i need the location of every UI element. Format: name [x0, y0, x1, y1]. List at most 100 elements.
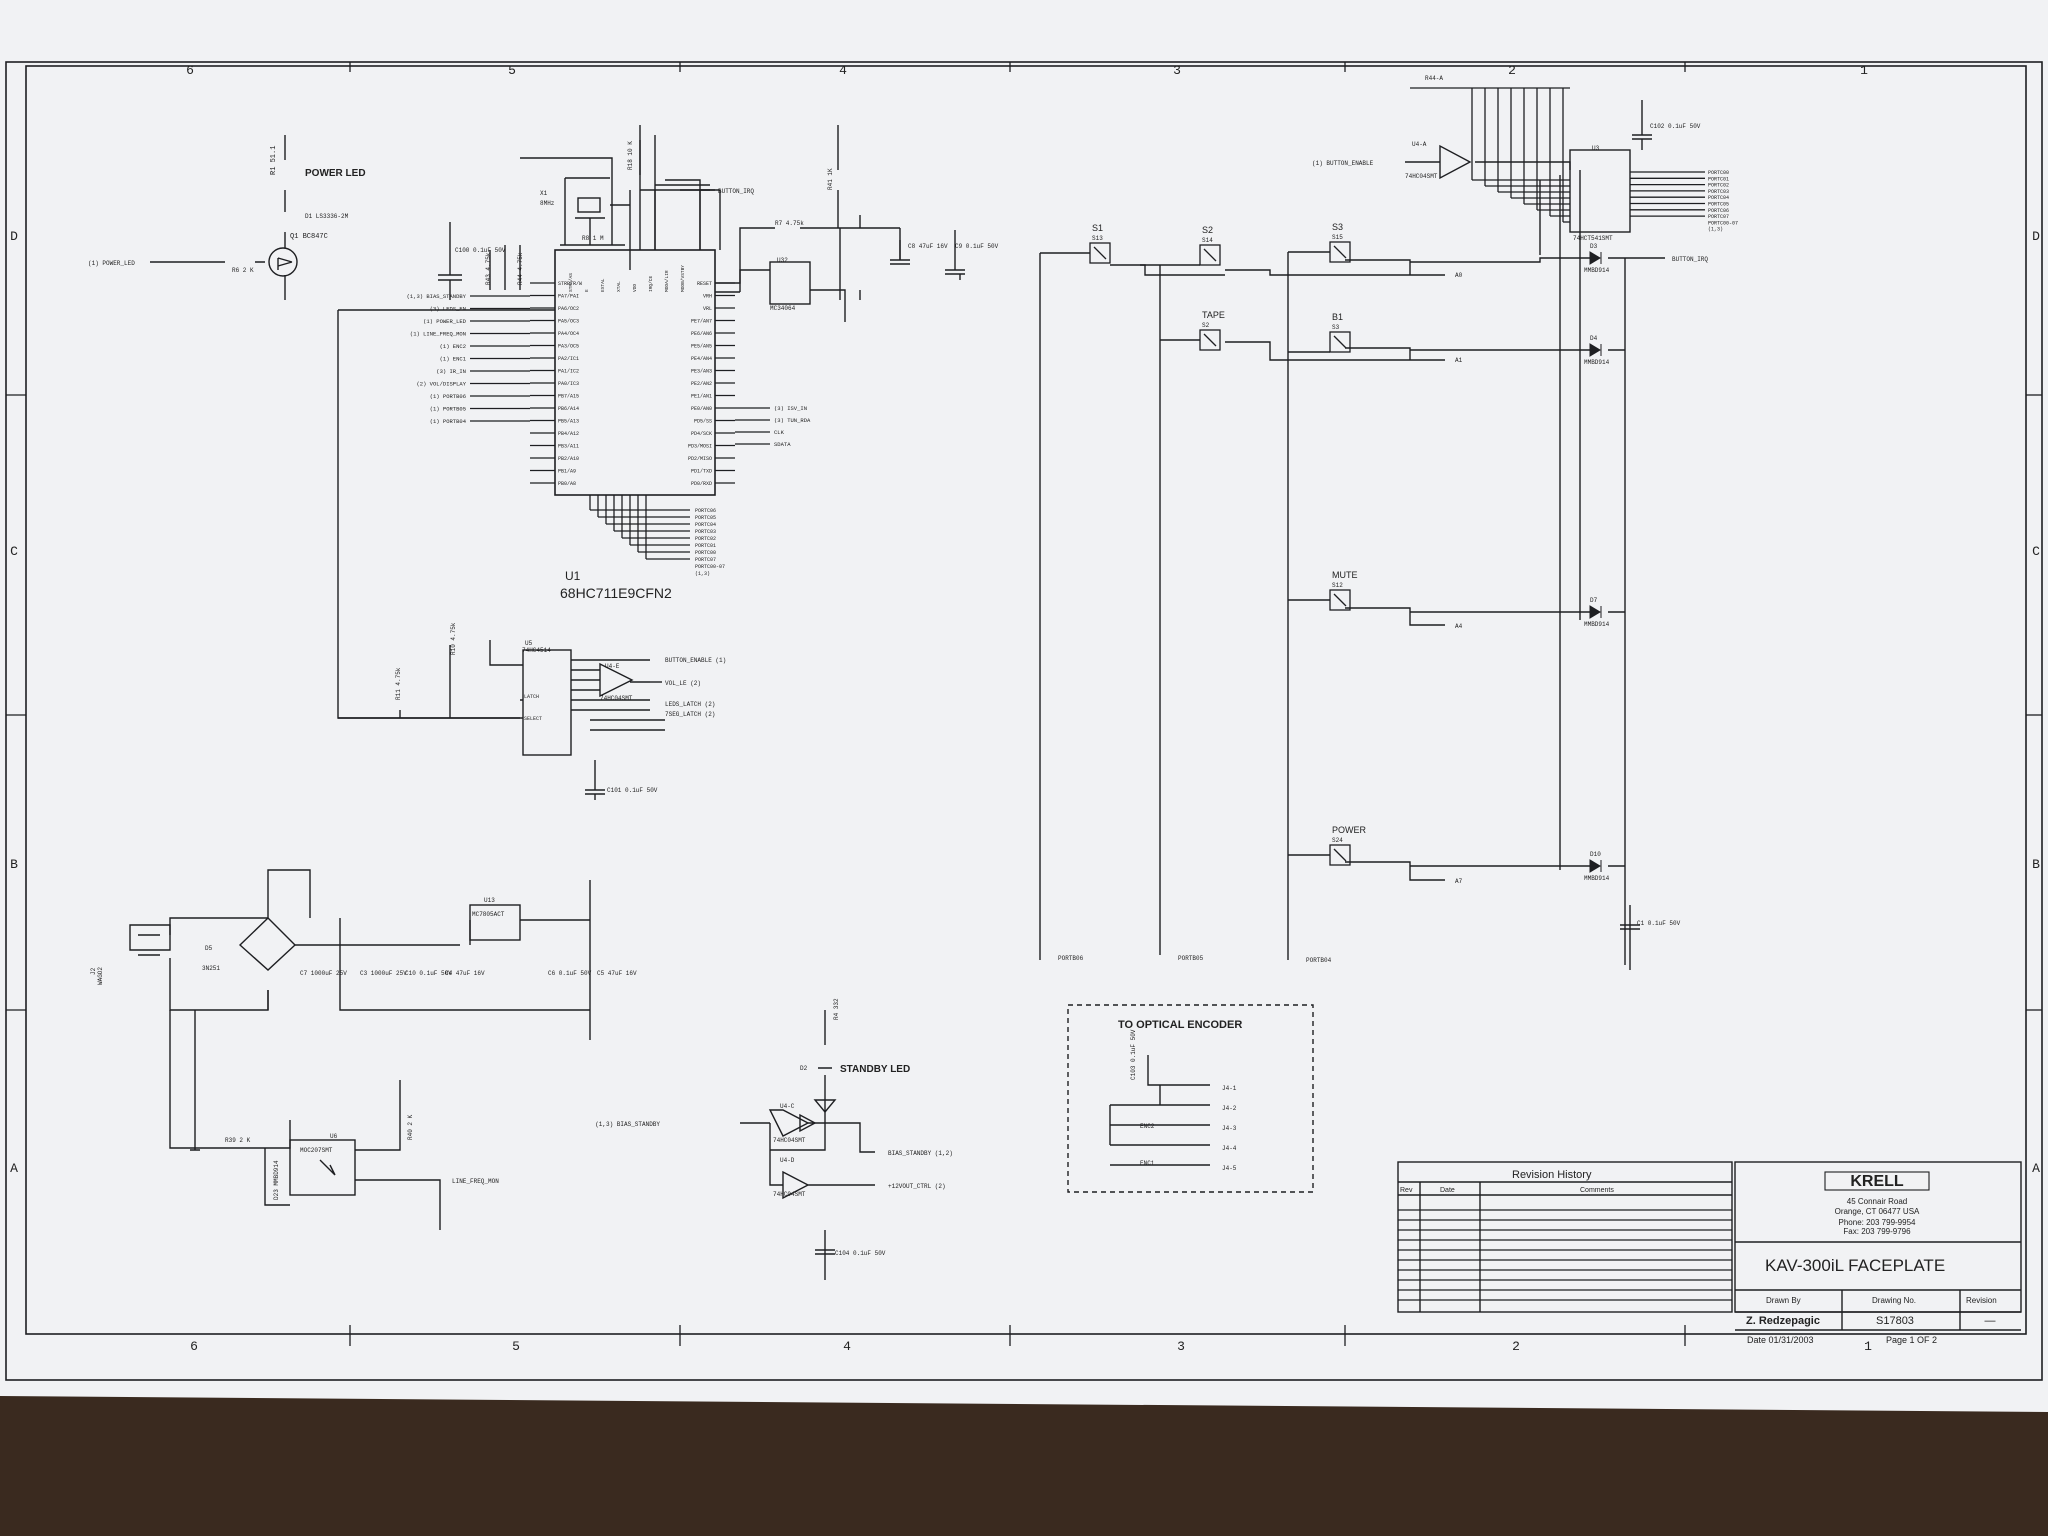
portc-label: PORTC00	[695, 550, 716, 556]
net-label: (1,3) BIAS_STANDBY	[595, 1121, 660, 1128]
switch-ref: S13	[1092, 235, 1103, 242]
mcu-right-pin-name: PE7/AN7	[691, 319, 712, 325]
mcu-top-pin-name: MODA/LIR	[664, 270, 670, 292]
drawn-by-name: Z. Redzepagic	[1746, 1315, 1820, 1327]
zone-column-label: 4	[843, 1339, 851, 1354]
chip-label: 74HC04SMT	[600, 695, 633, 702]
portc-label: (1,3)	[695, 571, 710, 577]
component-label: D1 LS3336-2M	[305, 213, 349, 220]
switch-ref: S24	[1332, 837, 1343, 844]
net-label: PORTB04	[1306, 957, 1332, 964]
zone-row-label: C	[10, 544, 18, 559]
chip-label: U32	[777, 257, 788, 264]
net-label: (1) BUTTON_ENABLE	[1312, 160, 1374, 167]
component-label: C10 0.1uF 50V	[405, 970, 452, 977]
mcu-left-net-label: (1) LINE_FREQ_MON	[410, 331, 466, 338]
mcu-right-net-label: (3) ISV_IN	[774, 405, 807, 412]
u3-output-label: PORTC01	[1708, 176, 1729, 182]
component-label: D23 MMBD914	[273, 1160, 280, 1200]
zone-column-label: 4	[839, 63, 847, 78]
drawing-title: KAV-300iL FACEPLATE	[1765, 1256, 1945, 1275]
encoder-pin-label: J4-4	[1222, 1145, 1237, 1152]
u3-output-label: PORTC04	[1708, 195, 1729, 201]
chip-label: 74HC04SMT	[773, 1137, 806, 1144]
net-label: BUTTON_ENABLE (1)	[665, 657, 726, 664]
switch-contact	[1333, 848, 1347, 862]
chip-label: U6	[330, 1133, 338, 1140]
mcu-ref: U1	[565, 569, 581, 583]
component-label: R1 51.1	[270, 146, 278, 175]
crystal-value: 8MHz	[540, 200, 555, 207]
net-label: A1	[1455, 357, 1463, 364]
mcu-left-pin-name: PB4/A12	[558, 431, 579, 437]
revision-label: Revision	[1966, 1296, 1997, 1305]
mcu-right-pin-name: PE0/AN0	[691, 406, 712, 412]
mcu-left-pin-name: PB3/A11	[558, 444, 579, 450]
mcu-left-pin-name: PB6/A14	[558, 406, 579, 412]
mcu-top-pin-name: EXTAL	[600, 278, 606, 292]
paper	[0, 0, 2048, 1412]
mcu-right-pin-name: PE1/AN1	[691, 394, 712, 400]
mcu-left-pin-name: PA3/OC5	[558, 344, 579, 350]
component-label: C9 0.1uF 50V	[955, 243, 999, 250]
net-label: A0	[1455, 272, 1463, 279]
mcu-left-net-label: (3) LEDS_EN	[430, 306, 466, 313]
company-logo-frame	[1824, 1171, 1930, 1191]
net-label: BUTTON_IRQ	[1672, 256, 1708, 263]
component-label: C1 0.1uF 50V	[1637, 920, 1681, 927]
encoder-pin-label: J4-1	[1222, 1085, 1237, 1092]
component-label: Q1 BC847C	[290, 233, 328, 241]
chip-label: D5	[205, 945, 213, 952]
chip-label: WAGO2	[97, 967, 104, 985]
inner-border	[25, 65, 2027, 1335]
standby-led-title: STANDBY LED	[840, 1064, 910, 1075]
chip-label: U13	[484, 897, 495, 904]
mcu-right-pin-name: RESET	[697, 281, 712, 287]
mcu-left-pin-name: PB0/A8	[558, 481, 576, 487]
power-led-title: POWER LED	[305, 168, 366, 179]
mcu-right-pin-name: PD4/SCK	[691, 431, 712, 437]
mcu-right-pin-name: PE3/AN3	[691, 369, 712, 375]
mcu-right-pin-name: VRH	[703, 294, 712, 300]
component-label: R4 332	[833, 998, 840, 1020]
component-label: R40 2 K	[407, 1114, 414, 1140]
mcu-left-pin-name: PA6/OC2	[558, 306, 579, 312]
zone-column-label: 2	[1508, 63, 1516, 78]
mcu-right-pin-name: PE6/AN6	[691, 331, 712, 337]
switch-name: S3	[1332, 222, 1343, 232]
mcu-left-net-label: (1,3) BIAS_STANDBY	[407, 293, 467, 300]
diode-part: MMBD914	[1584, 267, 1610, 274]
mcu-right-net-label: SDATA	[774, 441, 791, 448]
mcu-left-net-label: (1) ENC2	[440, 343, 466, 350]
u3-output-label: PORTC07	[1708, 214, 1729, 220]
zone-column-label: 6	[190, 1339, 198, 1354]
mcu-left-pin-name: PA5/OC3	[558, 319, 579, 325]
net-label: VOL_LE (2)	[665, 680, 701, 687]
diode-part: MMBD914	[1584, 875, 1610, 882]
portc-label: PORTC00-07	[695, 564, 725, 570]
net-label: PORTB06	[1058, 955, 1084, 962]
drawing-number: S17803	[1876, 1315, 1914, 1327]
wires	[129, 87, 2022, 1331]
chip-label: MOC207SMT	[300, 1147, 333, 1154]
component-label: C8 47uF 16V	[908, 243, 948, 250]
diode-part: MMBD914	[1584, 621, 1610, 628]
encoder-pin-label: J4-2	[1222, 1105, 1237, 1112]
zone-column-label: 5	[508, 63, 516, 78]
mcu-right-pin-name: VRL	[703, 306, 712, 312]
net-label: LINE_FREQ_MON	[452, 1178, 499, 1185]
zone-column-label: 5	[512, 1339, 520, 1354]
mcu-left-net-label: (1) PORTB06	[430, 393, 466, 400]
component-label: C100 0.1uF 50V	[455, 247, 506, 254]
chip-label: U4-A	[1412, 141, 1427, 148]
mcu-right-pin-name: PD0/RXD	[691, 481, 712, 487]
mcu-right-pin-name: PD2/MISO	[688, 456, 712, 462]
mcu-left-net-label: (3) IR_IN	[436, 368, 466, 375]
component-label: R44 4.75k	[517, 252, 524, 285]
zone-column-label: 6	[186, 63, 194, 78]
chip-label: MC7805ACT	[472, 911, 505, 918]
mcu-left-net-label: (1) PORTB05	[430, 406, 466, 413]
mcu-top-pin-name: VDD	[632, 284, 638, 292]
crystal-ref: X1	[540, 190, 548, 197]
